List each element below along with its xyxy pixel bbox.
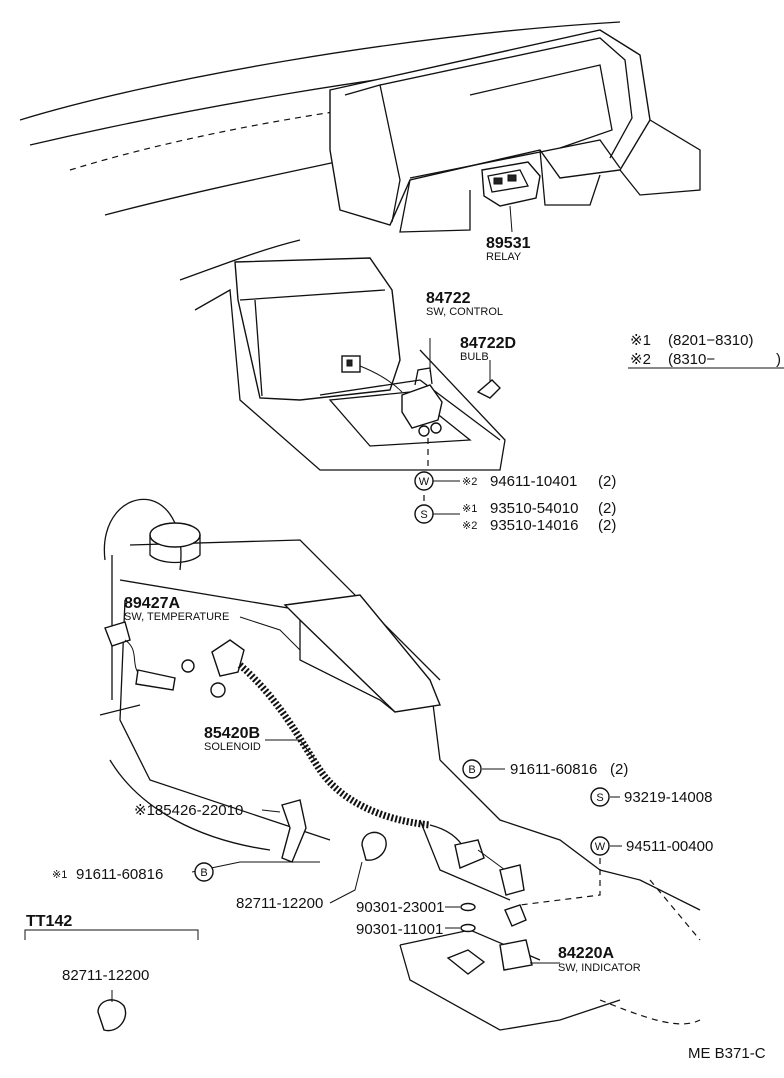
solenoid-desc: SOLENOID <box>204 741 261 753</box>
part-85426-number: ※185426-22010 <box>134 802 243 819</box>
diagram-code: ME B371-C <box>688 1045 766 1062</box>
screw-93510-a-number: 93510-54010 <box>490 500 578 517</box>
bolt-91611-number: 91611-60816 <box>510 761 597 778</box>
legend: ※1 (8201−8310) ※2 (8310− ) <box>628 332 784 369</box>
legend-note2-close: ) <box>776 351 781 368</box>
washer-94511-number: 94511-00400 <box>626 838 713 855</box>
bulb-number: 84722D <box>460 335 516 352</box>
inset-illustration <box>24 929 199 1032</box>
screw-93219-symbol-letter: S <box>596 792 603 804</box>
washer-94511-symbol <box>590 836 610 856</box>
washer-94511-symbol-letter: W <box>595 841 606 853</box>
legend-note2-range: (8310− <box>668 351 715 368</box>
part-labels: 89531 RELAY 84722 SW, CONTROL 84722D BUL… <box>26 235 766 1062</box>
engine-illustration <box>99 498 701 1031</box>
sw-indicator-desc: SW, INDICATOR <box>558 962 641 974</box>
bolt-symbol-letter: B <box>468 764 475 776</box>
bolt-symbol <box>462 759 482 779</box>
legend-note1-range: (8201−8310) <box>668 332 754 349</box>
sw-temperature-desc: SW, TEMPERATURE <box>124 611 229 623</box>
oring-90301-b-number: 90301-11001 <box>356 921 443 938</box>
sw-indicator-number: 84220A <box>558 945 614 962</box>
screw-symbol-letter: S <box>420 509 427 521</box>
bolt-91611-qty: (2) <box>610 761 628 778</box>
bolt-91611-b-mark: ※1 <box>52 869 67 881</box>
relay-desc: RELAY <box>486 251 522 263</box>
relay-number: 89531 <box>486 235 531 252</box>
bolt-91611-b-symbol <box>194 862 214 882</box>
oring-90301-a-number: 90301-23001 <box>356 899 444 916</box>
screw-93510-a-qty: (2) <box>598 500 616 517</box>
legend-note1-mark: ※1 <box>630 332 651 349</box>
screw-93219-symbol <box>590 787 610 807</box>
washer-94611-number: 94611-10401 <box>490 473 577 490</box>
sw-control-desc: SW, CONTROL <box>426 306 503 318</box>
washer-symbol-letter: W <box>419 476 430 488</box>
inset-title: TT142 <box>26 913 72 930</box>
screw-93219-number: 93219-14008 <box>624 789 712 806</box>
inset-part-number: 82711-12200 <box>62 967 149 984</box>
washer-94611-mark: ※2 <box>462 476 477 488</box>
screw-93510-b-qty: (2) <box>598 517 616 534</box>
sw-control-number: 84722 <box>426 290 471 307</box>
clamp-82711-number: 82711-12200 <box>236 895 323 912</box>
bolt-91611-b-number: 91611-60816 <box>76 866 163 883</box>
screw-93510-a-mark: ※1 <box>462 503 477 515</box>
legend-note2-mark: ※2 <box>630 351 651 368</box>
solenoid-number: 85420B <box>204 725 260 742</box>
bulb-desc: BULB <box>460 351 489 363</box>
dashboard-illustration <box>19 21 701 505</box>
sw-temperature-number: 89427A <box>124 595 180 612</box>
washer-94611-qty: (2) <box>598 473 616 490</box>
screw-93510-b-number: 93510-14016 <box>490 517 578 534</box>
screw-93510-b-mark: ※2 <box>462 520 477 532</box>
bolt-91611-b-symbol-letter: B <box>200 867 207 879</box>
